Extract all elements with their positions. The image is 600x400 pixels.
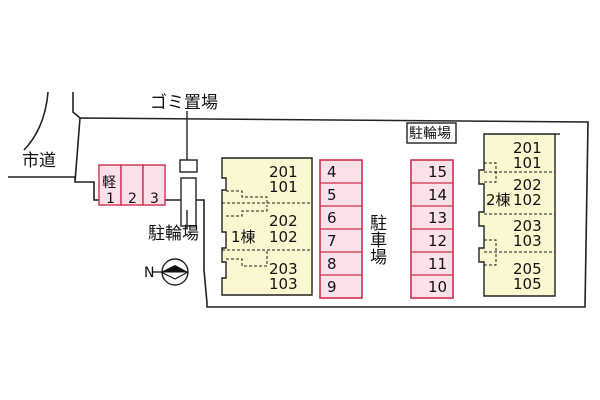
building-1-unit-202: 202 — [269, 212, 298, 230]
parking-space-11: 11 — [428, 255, 447, 273]
parking-space-4: 4 — [327, 163, 337, 181]
building-2 — [478, 133, 560, 297]
building-2-unit-203: 203 — [513, 217, 542, 235]
garbage-label: ゴミ置場 — [150, 92, 218, 113]
bike-parking-left-label: 駐輪場 — [148, 224, 199, 244]
building-2-unit-102: 102 — [513, 191, 542, 209]
parking-space-6: 6 — [327, 209, 337, 227]
road-edge-left — [8, 176, 76, 180]
compass-north-label: N — [144, 265, 154, 281]
kei-label: 軽 — [102, 175, 116, 191]
parking-space-10: 10 — [428, 278, 447, 296]
building-1-unit-103: 103 — [269, 275, 298, 293]
building-1-name: 1棟 — [231, 228, 256, 246]
small-parking-num-3: 3 — [150, 191, 159, 207]
building-1 — [221, 157, 313, 296]
parking-column-right — [410, 159, 454, 299]
building-2-unit-205: 205 — [513, 260, 542, 278]
bike-parking-top-label: 駐輪場 — [409, 125, 451, 142]
road-curve — [23, 91, 49, 151]
parking-space-8: 8 — [327, 255, 337, 273]
building-1-unit-201: 201 — [269, 163, 298, 181]
small-parking-3 — [142, 164, 166, 206]
garbage-box — [179, 159, 198, 173]
building-2-unit-105: 105 — [513, 275, 542, 293]
city-road-label: 市道 — [22, 151, 56, 171]
parking-space-9: 9 — [327, 278, 337, 296]
building-2-name: 2棟 — [486, 191, 511, 209]
parking-space-5: 5 — [327, 186, 337, 204]
parking-space-12: 12 — [428, 232, 447, 250]
small-parking-num-1: 1 — [106, 191, 115, 207]
road-curve-right — [72, 92, 81, 119]
parking-column-left — [319, 159, 363, 299]
building-2-unit-201: 201 — [513, 139, 542, 157]
building-1-unit-102: 102 — [269, 228, 298, 246]
parking-space-15: 15 — [428, 163, 447, 181]
bike-parking-left-box — [180, 177, 197, 227]
building-2-unit-101: 101 — [513, 154, 542, 172]
parking-space-14: 14 — [428, 186, 447, 204]
building-1-unit-203: 203 — [269, 260, 298, 278]
parking-space-7: 7 — [327, 232, 337, 250]
building-2-unit-202: 202 — [513, 176, 542, 194]
small-parking-num-2: 2 — [128, 191, 137, 207]
parking-space-13: 13 — [428, 209, 447, 227]
parking-label: 駐車場 — [366, 214, 387, 266]
bike-parking-top-box — [406, 122, 457, 144]
compass-icon — [152, 258, 189, 286]
building-1-unit-101: 101 — [269, 178, 298, 196]
building-2-unit-103: 103 — [513, 232, 542, 250]
